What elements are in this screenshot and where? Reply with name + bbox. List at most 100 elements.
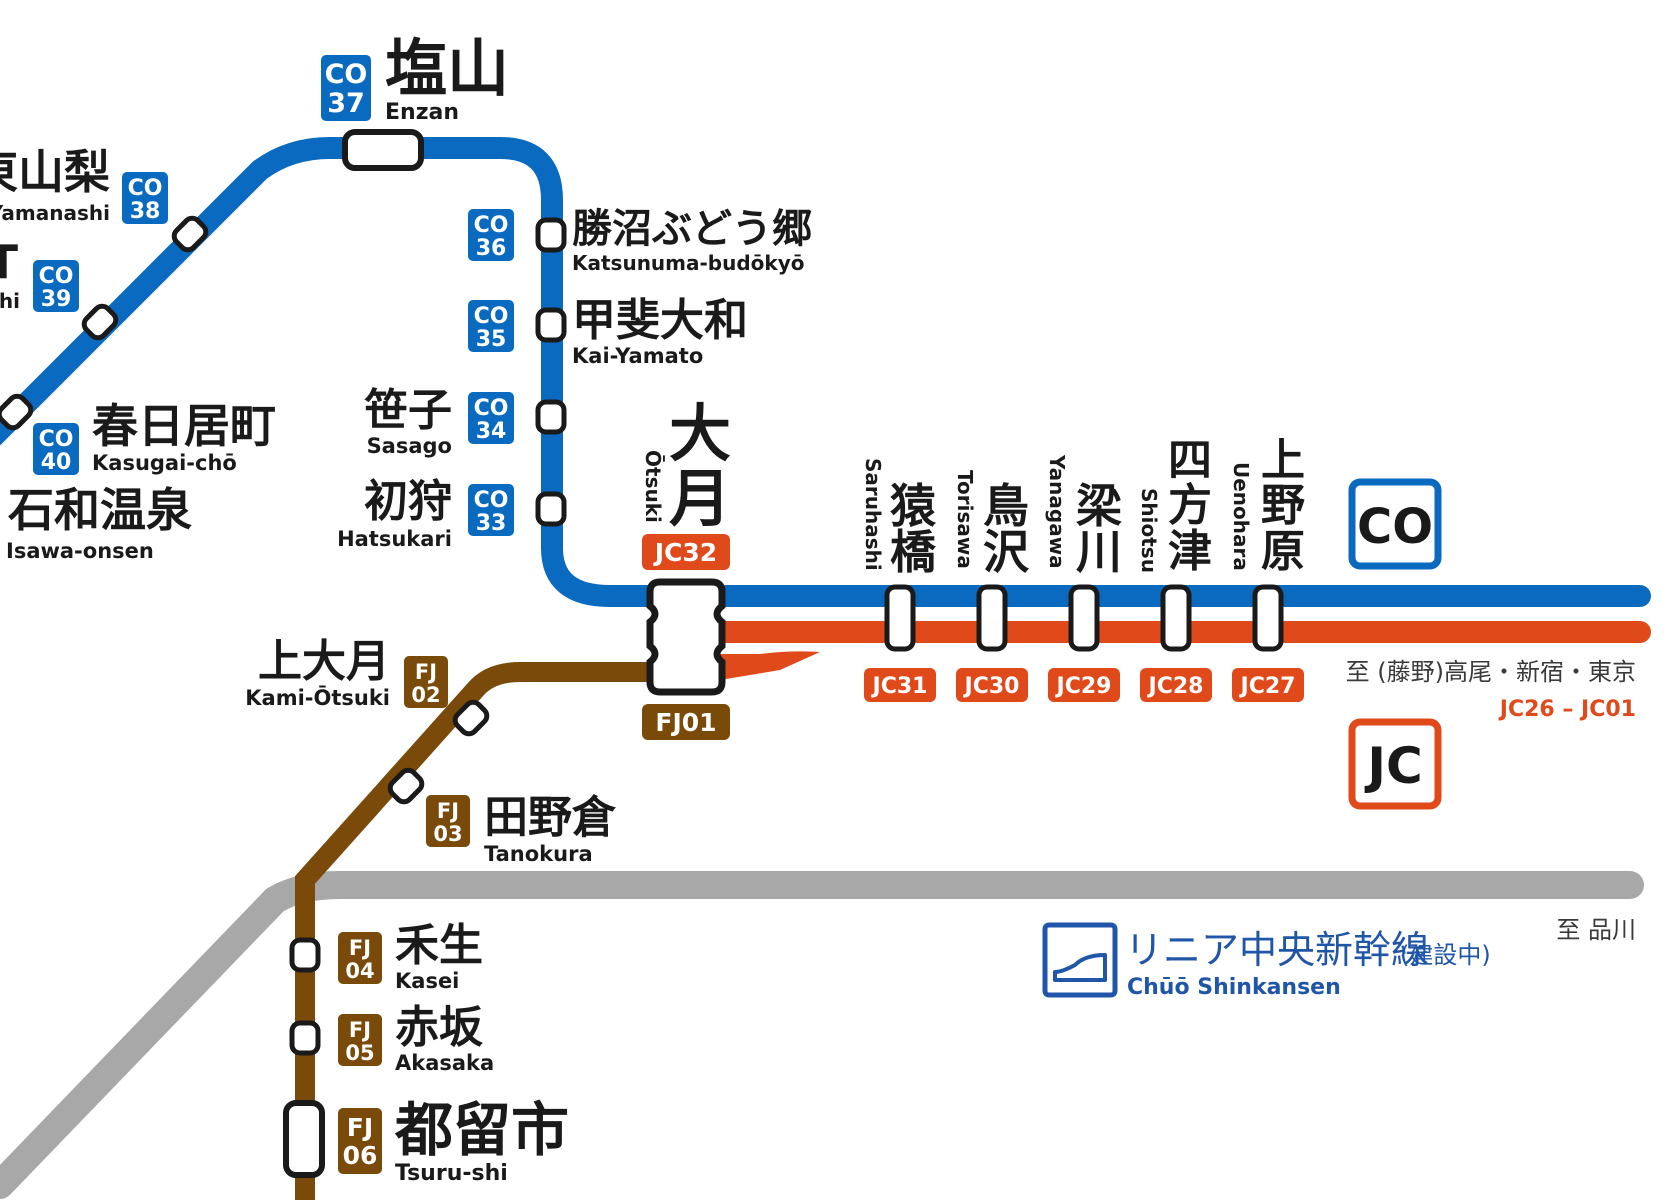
fuji-line-track — [295, 662, 680, 1200]
station-marker — [387, 767, 425, 805]
jc-code-badge — [956, 668, 1028, 702]
jc-code-badge — [642, 534, 730, 570]
station-badge — [33, 260, 79, 312]
station-name-jp: 東山梨 — [0, 145, 110, 199]
station-name-jp: 禾生 — [395, 920, 483, 971]
shinkansen-suffix: (建設中) — [1400, 941, 1491, 969]
station-name-jp: 塩山 — [385, 32, 509, 105]
co-logo-text: CO — [1357, 499, 1433, 555]
station-name-romaji: Shiotsu — [1137, 488, 1161, 573]
badge-number: 39 — [41, 287, 72, 312]
station-tsuru-shi[interactable]: FJ 06 都留市 Tsuru-shi — [283, 1096, 569, 1186]
co-line-logo: CO — [1348, 478, 1442, 570]
station-isawa-onsen[interactable]: 石和温泉 Isawa-onsen — [6, 483, 192, 563]
jc-code-text: JC28 — [1147, 674, 1204, 699]
station-name-jp: 上 — [1261, 435, 1305, 486]
station-yanagawa[interactable]: 梁 川 Yanagawa JC29 — [1045, 454, 1122, 702]
station-name-jp: 四 — [1168, 435, 1212, 486]
station-sasago[interactable]: CO 34 笹子 Sasago — [364, 385, 567, 458]
jc-line-logo: JC — [1348, 718, 1442, 810]
station-badge — [468, 300, 514, 352]
badge-line: CO — [474, 304, 509, 329]
station-name-jp-2: 川 — [1076, 525, 1122, 579]
station-name-romaji: Kai-Yamato — [572, 344, 703, 368]
station-name-romaji: Ōtsuki — [641, 450, 665, 523]
badge-number: 40 — [41, 450, 72, 475]
station-kasugaicho[interactable]: CO 40 春日居町 Kasugai-chō — [0, 393, 276, 475]
jc-code-badge — [1048, 668, 1120, 702]
badge-number: 34 — [476, 419, 507, 444]
station-name-jp-2: 方 — [1168, 480, 1212, 531]
station-name-romaji: Akasaka — [395, 1051, 494, 1075]
station-name-jp: 赤坂 — [395, 1002, 483, 1053]
station-marker — [976, 584, 1008, 652]
station-name-romaji: Kasei — [395, 969, 459, 993]
station-name-romaji: Enzan — [385, 100, 459, 125]
station-name-jp: 初狩 — [364, 476, 452, 527]
station-yamanashishi[interactable]: CO 39 T hi — [0, 235, 119, 341]
station-badge — [338, 1014, 382, 1066]
badge-line: FJ — [349, 936, 371, 960]
station-badge — [468, 484, 514, 536]
station-akasaka[interactable]: FJ 05 赤坂 Akasaka — [289, 1002, 494, 1075]
jc-code-text: JC29 — [1055, 674, 1112, 699]
badge-number: 02 — [411, 683, 440, 707]
station-name-romaji: Isawa-onsen — [6, 539, 154, 563]
station-name-romaji: Kasugai-chō — [92, 451, 237, 475]
jc-code-badge — [864, 668, 936, 702]
station-name-romaji: Yanagawa — [1045, 454, 1069, 569]
badge-line: FJ — [415, 660, 437, 684]
station-badge — [468, 209, 514, 261]
station-badge — [338, 932, 382, 984]
station-uenohara[interactable]: 上 野 原 Uenohara JC27 — [1229, 435, 1305, 702]
badge-line: CO — [474, 488, 509, 513]
station-name-romaji: Sasago — [367, 434, 452, 458]
station-torisawa[interactable]: 鳥 沢 Torisawa JC30 — [953, 470, 1030, 702]
station-badge — [33, 423, 79, 475]
station-marker — [535, 399, 567, 435]
chuo-line-track — [0, 137, 1651, 607]
station-name-jp: 都留市 — [394, 1096, 569, 1164]
station-kami-otsuki[interactable]: FJ 02 上大月 Kami-Ōtsuki — [245, 636, 490, 737]
station-saruhashi[interactable]: 猿 橋 Saruhashi JC31 — [861, 458, 937, 702]
station-name-jp-2: 沢 — [983, 525, 1030, 579]
station-marker — [452, 699, 490, 737]
station-name-jp: 上大月 — [258, 636, 390, 687]
badge-number: 35 — [476, 327, 507, 352]
badge-number: 05 — [345, 1041, 374, 1065]
station-name-jp: 勝沼ぶどう郷 — [572, 206, 812, 252]
station-tanokura[interactable]: FJ 03 田野倉 Tanokura — [387, 767, 617, 866]
badge-line: FJ — [347, 1113, 373, 1142]
jc-logo-text: JC — [1364, 737, 1422, 795]
station-hatsukari[interactable]: CO 33 初狩 Hatsukari — [337, 476, 567, 551]
badge-number: 37 — [327, 88, 365, 119]
badge-line: CO — [325, 59, 368, 90]
station-badge — [321, 55, 371, 121]
station-name-jp: 石和温泉 — [8, 483, 192, 537]
station-name-jp-2: 野 — [1261, 480, 1305, 531]
station-marker — [81, 303, 119, 341]
badge-line: CO — [128, 176, 163, 201]
station-kasei[interactable]: FJ 04 禾生 Kasei — [289, 920, 483, 993]
jc-code-text: JC27 — [1239, 674, 1296, 699]
jc-code-text: JC31 — [871, 674, 928, 699]
direction-east-codes: JC26 – JC01 — [1498, 697, 1636, 722]
shinkansen-name: リニア中央新幹線 — [1125, 928, 1429, 972]
station-shiotsu[interactable]: 四 方 津 Shiotsu JC28 — [1137, 435, 1212, 702]
station-name-romaji: -Yamanashi — [0, 201, 110, 225]
station-katsunuma[interactable]: CO 36 勝沼ぶどう郷 Katsunuma-budōkyō — [468, 206, 812, 275]
station-name-jp: T — [0, 235, 19, 289]
station-marker — [535, 491, 567, 527]
station-marker — [535, 217, 567, 253]
station-otsuki[interactable]: 大 月 Ōtsuki JC32 FJ01 — [641, 397, 731, 740]
station-kai-yamato[interactable]: CO 35 甲斐大和 Kai-Yamato — [468, 295, 748, 368]
station-higashi-yamanashi[interactable]: CO 38 東山梨 -Yamanashi — [0, 145, 209, 253]
station-name-jp-1: 大 — [669, 397, 731, 470]
fj-code-text: FJ01 — [655, 708, 716, 737]
station-marker — [283, 1100, 325, 1178]
station-name-jp: 猿 — [890, 479, 937, 533]
station-name-romaji: Kami-Ōtsuki — [245, 685, 390, 710]
station-enzan[interactable]: CO 37 塩山 Enzan — [321, 32, 509, 171]
station-marker — [1160, 584, 1192, 652]
station-marker — [1252, 584, 1284, 652]
